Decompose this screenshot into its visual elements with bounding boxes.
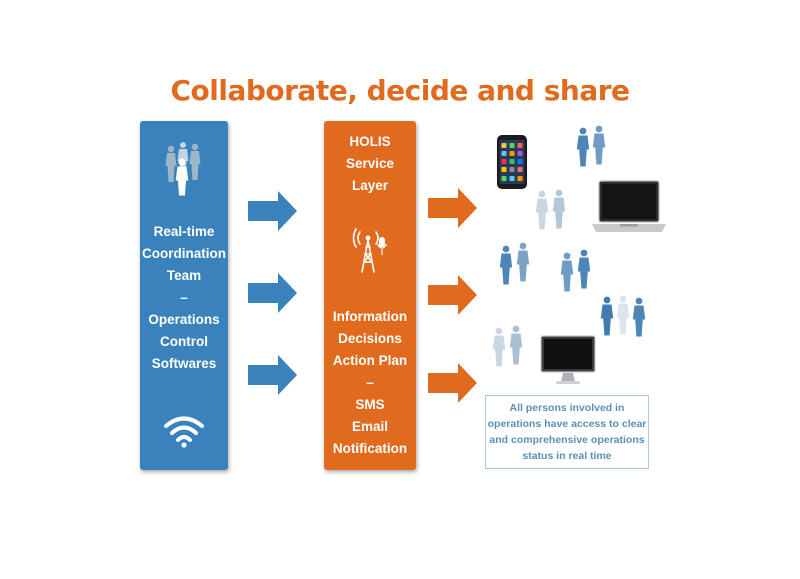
panel-line: Operations — [148, 312, 220, 327]
diagram-title: Collaborate, decide and share — [170, 74, 630, 107]
panel-line: Real-time — [153, 224, 215, 239]
caption-line: operations have access to clear — [487, 418, 647, 430]
panel-line: Team — [166, 268, 202, 283]
caption-line: All persons involved in — [509, 402, 625, 414]
panel-line: Information — [332, 309, 408, 324]
person-pair-icon — [499, 242, 530, 285]
orange-arrow — [428, 187, 478, 229]
panel-line: Coordination — [142, 246, 226, 261]
blue-arrow — [248, 272, 298, 314]
desktop-monitor-icon — [540, 335, 596, 384]
panel-line: Email — [351, 419, 389, 434]
panel-line: HOLIS — [349, 134, 391, 149]
panel-line: Control — [160, 334, 208, 349]
radio-tower-icon — [352, 228, 388, 273]
holis-service-layer-panel: HOLIS Service Layer Information Decision… — [324, 121, 416, 470]
panel-line: SMS — [355, 397, 385, 412]
coordination-team-text: Real-time Coordination Team – Operations… — [140, 221, 228, 375]
person-group-icon — [600, 295, 646, 337]
panel-line: – — [180, 290, 188, 305]
person-pair-icon — [535, 189, 566, 230]
panel-line: Softwares — [151, 356, 217, 371]
panel-line: Notification — [332, 441, 408, 456]
caption-line: status in real time — [522, 450, 612, 462]
blue-arrow — [248, 354, 298, 396]
blue-arrow — [248, 190, 298, 232]
panel-line: Action Plan — [332, 353, 408, 368]
caption-line: and comprehensive operations — [489, 434, 645, 446]
laptop-icon — [592, 180, 666, 232]
orange-arrow — [428, 362, 478, 404]
person-pair-icon — [560, 249, 591, 292]
person-pair-icon — [576, 125, 606, 167]
smartphone-icon — [497, 135, 527, 189]
people-group-icon — [165, 142, 201, 196]
holis-output-text: Information Decisions Action Plan – SMS … — [324, 306, 416, 460]
orange-arrow — [428, 274, 478, 316]
person-pair-icon — [492, 325, 523, 367]
wifi-icon — [164, 416, 204, 448]
caption-box: All persons involved in operations have … — [485, 395, 649, 469]
panel-line: Decisions — [338, 331, 402, 346]
holis-service-text: HOLIS Service Layer — [324, 131, 416, 197]
panel-line: Layer — [351, 178, 389, 193]
panel-line: Service — [345, 156, 395, 171]
panel-line: – — [366, 375, 374, 390]
